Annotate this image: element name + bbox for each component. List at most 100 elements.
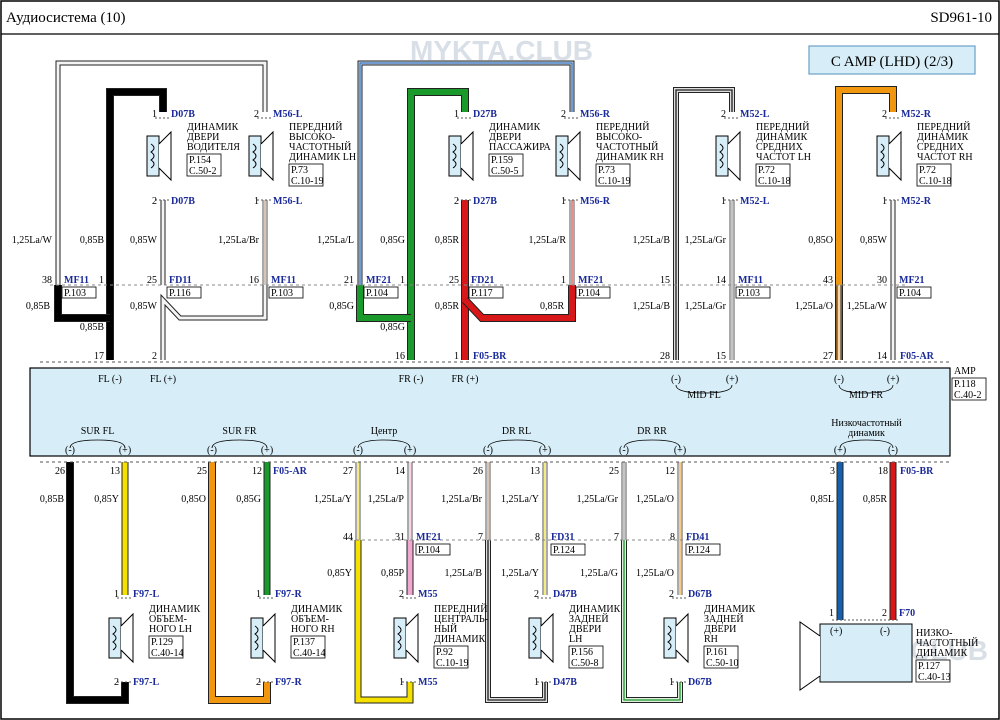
junction-top-1-pin: 1 xyxy=(99,275,104,286)
amp-bottom-pin-4: 27 xyxy=(343,466,353,477)
wire-red-mf21 xyxy=(462,285,575,321)
wire-label-top-2: 0,85W xyxy=(130,235,158,246)
junction-bottom-1-pin-l: 7 xyxy=(478,532,483,543)
wire-yellow-center xyxy=(355,540,413,703)
speaker-top-5-ref-ref: P.72 xyxy=(919,165,936,176)
junction-top-0-ref-ref: P.103 xyxy=(64,288,86,299)
junction-top-6-conn: FD21 xyxy=(471,275,494,286)
junction-bottom-0-ref-ref: P.104 xyxy=(418,545,440,556)
speaker-top-2-ref-ref2: C.50-5 xyxy=(491,166,519,177)
speaker-top-4-coil xyxy=(719,143,724,169)
wire-label-top-11: 0,85G xyxy=(329,301,354,312)
amp-group-pos-0: (+) xyxy=(119,445,131,456)
speaker-top-4-pin-bot: 1 xyxy=(721,196,726,207)
speaker-bottom-4-name-2: ДВЕРИ xyxy=(704,624,736,635)
amp-group-bracket-5 xyxy=(839,439,894,449)
speaker-bottom-3-magnet xyxy=(528,617,542,659)
amp-group-4: DR RR xyxy=(637,426,667,437)
speaker-top-1-pin-bot: 1 xyxy=(254,196,259,207)
wire-black-fl xyxy=(106,88,167,360)
speaker-bottom-2-ref-ref: P.92 xyxy=(436,647,453,658)
speaker-top-3-pin-top: 2 xyxy=(561,109,566,120)
amp-bottom-pin-0: 26 xyxy=(55,466,65,477)
amp-group-5-2: динамик xyxy=(848,428,885,439)
speaker-bottom-3-ref-ref2: C.50-8 xyxy=(571,658,599,669)
speaker-bottom-0-name-1: ОБЪЕМ- xyxy=(149,614,187,625)
amp-label-mid-fl: MID FL xyxy=(687,390,721,401)
junction-top-7-conn: MF21 xyxy=(578,275,604,286)
speaker-top-3-name-3: ДИНАМИК RH xyxy=(596,152,664,163)
wire-label-top-18: 1,25La/Gr xyxy=(685,301,727,312)
wire-la-w xyxy=(56,61,267,285)
junction-bottom-0-conn: MF21 xyxy=(416,532,442,543)
amp-label-fr-pos: FR (+) xyxy=(451,374,478,385)
speaker-top-2-conn-label: D27B xyxy=(473,109,497,120)
junction-top-8-pin: 15 xyxy=(660,275,670,286)
speaker-bottom-0-ref-ref: P.129 xyxy=(151,637,173,648)
junction-top-3-ref-box xyxy=(268,286,304,299)
speaker-bottom-5-cone xyxy=(799,621,821,691)
junction-bottom-2-ref-box xyxy=(685,543,721,556)
amp-bottom-pin-11: 18 xyxy=(878,466,888,477)
speaker-bottom-5-conn-label: F70 xyxy=(899,608,915,619)
speaker-top-1-name-0: ПЕРЕДНИЙ xyxy=(289,121,343,133)
wire-label-top-13: 0,85G xyxy=(380,322,405,333)
speaker-top-4-cone xyxy=(727,130,741,182)
speaker-top-2-magnet xyxy=(448,135,462,177)
speaker-top-5-name-0: ПЕРЕДНИЙ xyxy=(917,121,971,133)
wire-label-bottom-7: 1,25La/Y xyxy=(501,494,539,505)
junction-top-11-pin: 30 xyxy=(877,275,887,286)
speaker-top-0-ref-ref2: C.50-2 xyxy=(189,166,217,177)
speaker-bottom-1-magnet xyxy=(250,617,264,659)
wire-label-top-17: 1,25La/B xyxy=(633,301,671,312)
speaker-bottom-1-cone xyxy=(262,612,276,664)
junction-top-9-conn: MF11 xyxy=(738,275,763,286)
wire-la-l-stripe xyxy=(359,62,573,285)
speaker-top-0-coil xyxy=(150,143,155,169)
junction-top-2-ref-box xyxy=(166,286,202,299)
speaker-bottom-2-conn-label-bot: M55 xyxy=(418,677,437,688)
wire-la-b xyxy=(673,87,735,360)
junction-bottom-2-pin-l: 7 xyxy=(614,532,619,543)
junction-top-4-ref-box xyxy=(363,286,399,299)
speaker-bottom-2-name-2: НЫЙ xyxy=(434,623,457,635)
wire-label-bottom-13: 0,85P xyxy=(381,568,405,579)
speaker-bottom-0-cone xyxy=(120,612,134,664)
speaker-top-2-name-1: ДВЕРИ xyxy=(489,132,521,143)
speaker-bottom-1-pin-top: 1 xyxy=(256,589,261,600)
junction-bottom-2-conn: FD41 xyxy=(686,532,709,543)
speaker-top-4-ref-box xyxy=(755,163,791,187)
speaker-bottom-5-ref-ref: P.127 xyxy=(918,661,940,672)
speaker-top-1-name-3: ДИНАМИК LH xyxy=(289,152,356,163)
amp-label-fl-pos: FL (+) xyxy=(150,374,176,385)
amp-ref-ref: P.118 xyxy=(954,379,976,390)
speaker-bottom-5-ref-ref2: C.40-13 xyxy=(918,672,951,683)
junction-bottom-0-pin-r: 31 xyxy=(395,532,405,543)
speaker-bottom-5-neg: (-) xyxy=(880,626,890,637)
amp-bottom-pin-2: 25 xyxy=(197,466,207,477)
amp-group-pos-1: (+) xyxy=(261,445,273,456)
speaker-bottom-4-coil xyxy=(667,625,672,651)
speaker-top-1-magnet xyxy=(248,135,262,177)
junction-top-9-pin: 14 xyxy=(716,275,726,286)
speaker-top-5-ref-box xyxy=(916,163,952,187)
speaker-top-1-conn-label: M56-L xyxy=(273,109,303,120)
amp-name: AMP xyxy=(954,366,976,377)
amp-bottom-pin-10: 3 xyxy=(830,466,835,477)
amp-box xyxy=(29,367,951,457)
wire-label-bottom-4: 1,25La/Y xyxy=(314,494,352,505)
junction-top-6-ref-box xyxy=(468,286,504,299)
amp-group-bracket-0 xyxy=(69,439,126,449)
wire-label-top-19: 0,85O xyxy=(808,235,833,246)
wire-black-mf11 xyxy=(55,285,110,321)
amp-group-0: SUR FL xyxy=(81,426,115,437)
amp-top-pin-2: 16 xyxy=(395,351,405,362)
section-box-label: C AMP (LHD) (2/3) xyxy=(831,54,953,70)
junction-top-2-conn: FD11 xyxy=(169,275,192,286)
wire-label-top-22: 1,25La/W xyxy=(847,301,888,312)
speaker-top-0-pin-top: 1 xyxy=(152,109,157,120)
wire-la-g-rr-stripe xyxy=(623,540,681,701)
